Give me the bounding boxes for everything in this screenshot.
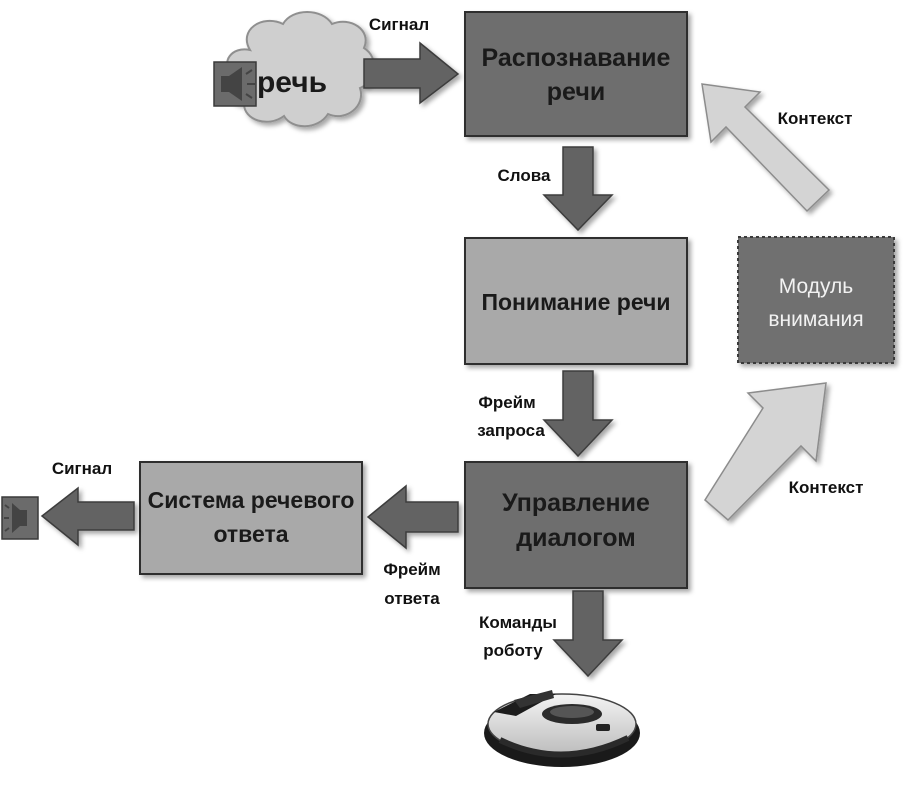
output-speaker-icon	[1, 496, 39, 540]
understanding-block: Понимание речи	[464, 237, 688, 365]
response-line2: ответа	[213, 521, 288, 547]
response-block: Система речевого ответа	[139, 461, 363, 575]
signal-out-label: Сигнал	[52, 459, 112, 478]
speech-label: речь	[257, 66, 327, 99]
answer-frame-label-2: ответа	[384, 589, 440, 608]
understanding-label: Понимание речи	[481, 289, 670, 315]
context-bottom-arrow	[704, 382, 827, 522]
context-top-label: Контекст	[778, 109, 853, 128]
attention-block: Модуль внимания	[737, 236, 895, 364]
attention-line1: Модуль	[779, 275, 853, 298]
answer-frame-arrow	[366, 484, 459, 550]
recognition-block: Распознавание речи	[464, 11, 688, 137]
dialog-line2: диалогом	[516, 524, 635, 552]
context-top-arrow	[701, 83, 831, 213]
robot-commands-label-2: роботу	[483, 641, 543, 660]
query-frame-arrow	[542, 370, 614, 458]
recognition-line2: речи	[547, 78, 605, 106]
context-bottom-label: Контекст	[789, 478, 864, 497]
robot-commands-label-1: Команды	[479, 613, 557, 632]
words-arrow	[542, 146, 614, 232]
signal-in-arrow	[363, 41, 460, 105]
response-line1: Система речевого	[148, 487, 355, 513]
signal-in-label: Сигнал	[369, 15, 429, 34]
robot-vacuum-image	[484, 690, 640, 767]
dialog-block: Управление диалогом	[464, 461, 688, 589]
answer-frame-label-1: Фрейм	[383, 560, 440, 579]
query-frame-label-1: Фрейм	[478, 393, 535, 412]
recognition-line1: Распознавание	[482, 44, 671, 72]
signal-out-arrow	[40, 486, 135, 547]
query-frame-label-2: запроса	[477, 421, 545, 440]
robot-commands-arrow	[552, 590, 624, 678]
words-label: Слова	[498, 166, 551, 185]
speaker-icon	[213, 61, 257, 107]
dialog-line1: Управление	[502, 489, 650, 517]
attention-line2: внимания	[768, 308, 863, 331]
